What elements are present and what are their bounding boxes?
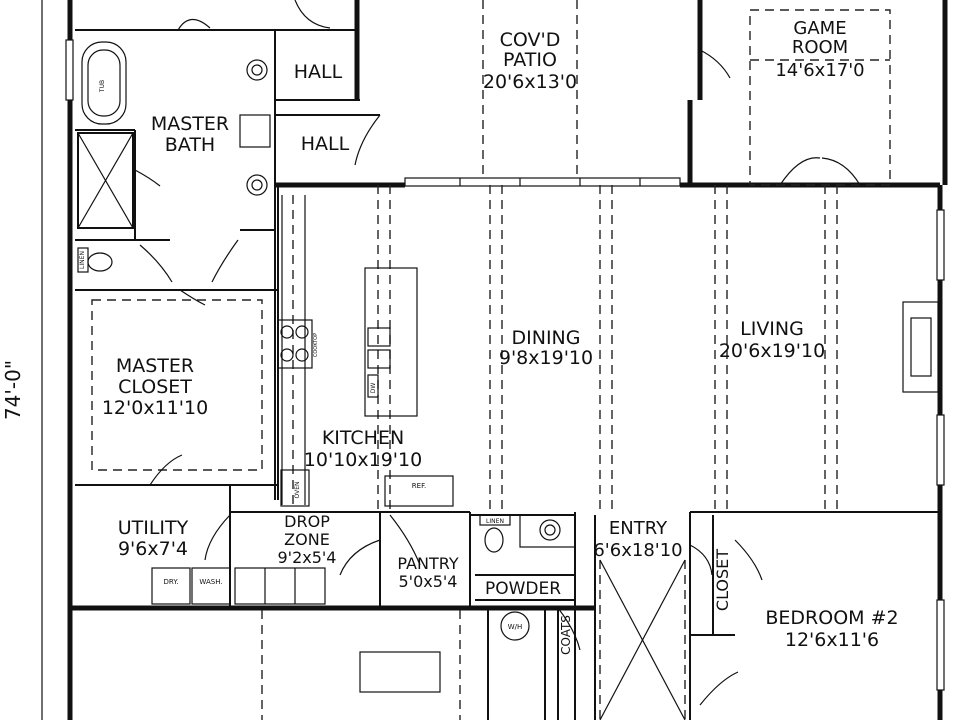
- covd-patio-size: 20'6x13'0: [483, 71, 577, 93]
- wall-oven-icon: [280, 469, 310, 507]
- entry-name: ENTRY: [609, 518, 668, 539]
- entry-size: 6'6x18'10: [593, 540, 682, 561]
- bedroom-2-name: BEDROOM #2: [765, 607, 898, 629]
- covd-patio-name-1: COV'D: [500, 29, 561, 51]
- washer-icon: [191, 567, 231, 605]
- closet-name: CLOSET: [713, 549, 732, 611]
- linen-2-label: LINEN: [486, 518, 504, 525]
- pantry-size: 5'0x5'4: [399, 572, 458, 591]
- refrigerator-label: REF.: [412, 482, 426, 490]
- dryer-icon: [151, 567, 191, 605]
- hall-1-label: HALL: [294, 61, 343, 83]
- bedroom-2-size: 12'6x11'6: [785, 629, 879, 651]
- water-heater-label: W/H: [508, 623, 523, 631]
- toilet-icon: [87, 252, 113, 272]
- interior-walls: [75, 0, 940, 720]
- living-name: LIVING: [740, 318, 804, 340]
- bathtub-icon: [81, 41, 127, 125]
- dishwasher-label: DW: [370, 383, 377, 394]
- room-labels: HALL HALL COV'D PATIO 20'6x13'0 GAME ROO…: [102, 18, 899, 655]
- drop-zone-name-1: DROP: [284, 512, 330, 531]
- game-room-name-2: ROOM: [792, 37, 848, 58]
- coats-name: COATS: [559, 615, 573, 655]
- cooktop-icon: [277, 319, 313, 369]
- overall-dimension-label: 74'-0": [1, 360, 25, 420]
- washer-label: WASH.: [199, 578, 222, 586]
- game-room-name-1: GAME: [793, 18, 846, 39]
- living-size: 20'6x19'10: [719, 340, 825, 362]
- master-bath-name-1: MASTER: [151, 113, 229, 135]
- sink-icon: [246, 174, 268, 196]
- game-room-size: 14'6x17'0: [775, 60, 864, 81]
- sink-icon: [539, 519, 561, 541]
- fixtures: LINEN COOKTOP DW OVEN REF. DRY. WASH. LI…: [77, 41, 576, 641]
- overall-dimension: 74'-0": [1, 0, 43, 720]
- covd-patio-name-2: PATIO: [503, 49, 557, 71]
- linen-1-label: LINEN: [79, 251, 86, 269]
- utility-size: 9'6x7'4: [118, 538, 188, 560]
- drop-zone-name-2: ZONE: [284, 530, 330, 549]
- water-heater-icon: [500, 611, 530, 641]
- kitchen-name: KITCHEN: [322, 427, 404, 449]
- master-bath-name-2: BATH: [165, 134, 215, 156]
- tub-label: TUB: [99, 80, 106, 93]
- dryer-label: DRY.: [164, 578, 179, 586]
- cooktop-label: COOKTOP: [313, 333, 319, 357]
- island-sink-icon: [367, 327, 391, 347]
- wall-oven-label: OVEN: [294, 481, 301, 498]
- sink-icon: [246, 59, 268, 81]
- dining-name: DINING: [512, 327, 581, 349]
- master-closet-name-2: CLOSET: [118, 376, 192, 398]
- pantry-name: PANTRY: [397, 554, 458, 573]
- refrigerator-icon: [384, 475, 454, 507]
- drop-zone-size: 9'2x5'4: [278, 548, 337, 567]
- master-closet-name-1: MASTER: [116, 355, 194, 377]
- windows: [65, 39, 945, 691]
- dining-size: 9'8x19'10: [499, 347, 593, 369]
- doors: [134, 0, 861, 706]
- powder-name: POWDER: [485, 579, 561, 599]
- toilet-icon: [484, 527, 504, 553]
- kitchen-size: 10'10x19'10: [304, 449, 422, 471]
- hall-2-label: HALL: [301, 133, 350, 155]
- master-closet-size: 12'0x11'10: [102, 397, 208, 419]
- utility-name: UTILITY: [118, 517, 189, 539]
